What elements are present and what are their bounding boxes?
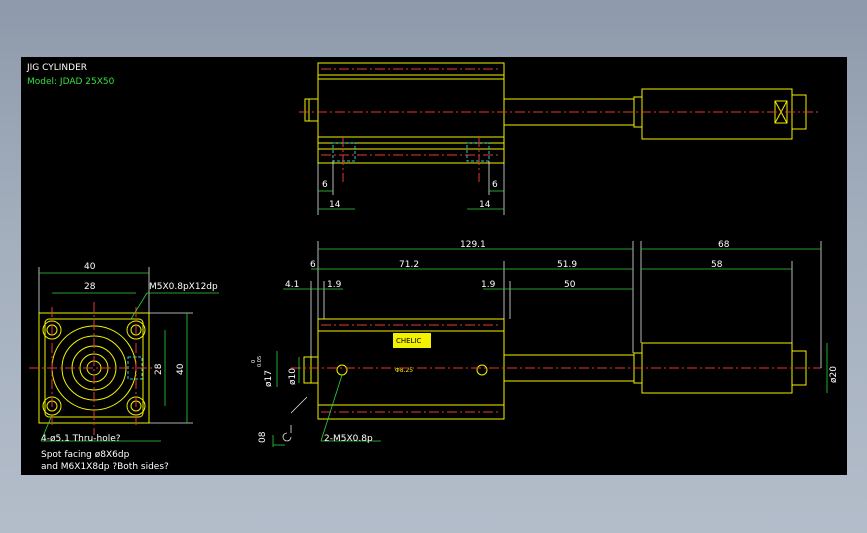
end-dim-28-height: 28 bbox=[154, 363, 164, 375]
end-view: 40 28 28 40 M5X0.8pX12dp 4-ø5.1 Thru-hol… bbox=[29, 262, 219, 472]
top-view: 6 6 14 14 bbox=[299, 62, 821, 215]
dim-6-left: 6 bbox=[322, 180, 328, 190]
end-note-thread: M5X0.8pX12dp bbox=[149, 282, 218, 292]
dim-dia-10: ø10 bbox=[288, 368, 298, 385]
end-dim-28-width: 28 bbox=[84, 282, 96, 292]
dim-6-right: 6 bbox=[492, 180, 498, 190]
brand-label: CHELIC bbox=[396, 337, 422, 345]
dim-dia-17-tol-lower: 0 bbox=[251, 360, 257, 363]
dim-dia-20: ø20 bbox=[829, 366, 839, 383]
dim-50: 50 bbox=[564, 280, 576, 290]
dim-4-1: 4.1 bbox=[285, 280, 299, 290]
dim-68: 68 bbox=[718, 240, 730, 250]
dim-14-right: 14 bbox=[479, 200, 491, 210]
note-ports: 2-M5X0.8p bbox=[324, 434, 373, 444]
end-dim-40-height: 40 bbox=[176, 363, 186, 375]
end-note-spot-facing: Spot facing ø8X6dp bbox=[41, 450, 130, 460]
front-view: CHELIC Φ8.25 129.1 68 6 71.2 51.9 58 bbox=[251, 240, 839, 447]
end-note-thru-hole: 4-ø5.1 Thru-hole? bbox=[41, 434, 121, 444]
dim-129-1: 129.1 bbox=[460, 240, 486, 250]
dim-58: 58 bbox=[711, 260, 723, 270]
dim-71-2: 71.2 bbox=[399, 260, 419, 270]
dim-6: 6 bbox=[310, 260, 316, 270]
model-label: Model: JDAD 25X50 bbox=[27, 77, 115, 87]
dim-dia-17-tol-upper: 0.05 bbox=[257, 356, 263, 367]
drawing-title: JIG CYLINDER bbox=[26, 63, 87, 73]
end-note-both-sides: and M6X1X8dp ?Both sides? bbox=[41, 462, 169, 472]
dim-dia-17: ø17 bbox=[264, 370, 274, 387]
cad-drawing-canvas: JIG CYLINDER Model: JDAD 25X50 bbox=[21, 57, 847, 475]
dim-08: 08 bbox=[258, 431, 268, 443]
drawing-svg: JIG CYLINDER Model: JDAD 25X50 bbox=[26, 62, 839, 472]
center-label: Φ8.25 bbox=[395, 367, 413, 374]
dim-1-9-right: 1.9 bbox=[481, 280, 496, 290]
end-dim-40-width: 40 bbox=[84, 262, 96, 272]
dim-1-9-left: 1.9 bbox=[327, 280, 342, 290]
dim-14-left: 14 bbox=[329, 200, 341, 210]
dim-51-9: 51.9 bbox=[557, 260, 577, 270]
